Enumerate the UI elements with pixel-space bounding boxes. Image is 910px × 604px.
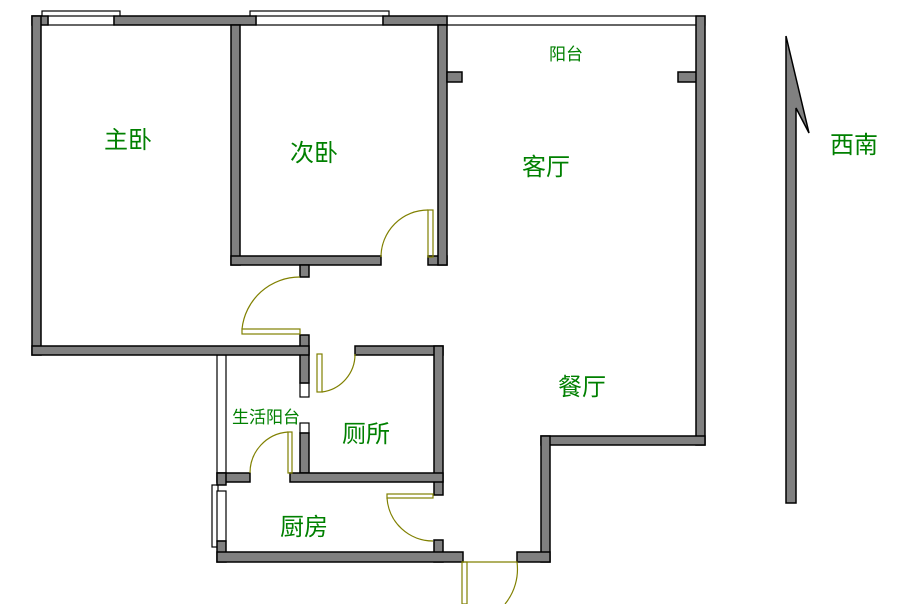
room-label-balcony: 阳台 bbox=[549, 45, 583, 65]
room-label-master-bedroom: 主卧 bbox=[104, 126, 152, 154]
room-label-dining-room: 餐厅 bbox=[558, 373, 606, 401]
room-label-living-room: 客厅 bbox=[522, 153, 570, 181]
room-label-kitchen: 厨房 bbox=[280, 513, 328, 541]
doors bbox=[241, 209, 519, 604]
room-label-toilet: 厕所 bbox=[342, 420, 390, 448]
room-label-second-bedroom: 次卧 bbox=[290, 139, 338, 167]
orientation-label: 西南 bbox=[830, 131, 878, 159]
windows bbox=[41, 10, 706, 548]
room-label-utility-balcony: 生活阳台 bbox=[232, 408, 300, 428]
orientation-arrow bbox=[785, 35, 810, 504]
walls bbox=[31, 15, 706, 563]
